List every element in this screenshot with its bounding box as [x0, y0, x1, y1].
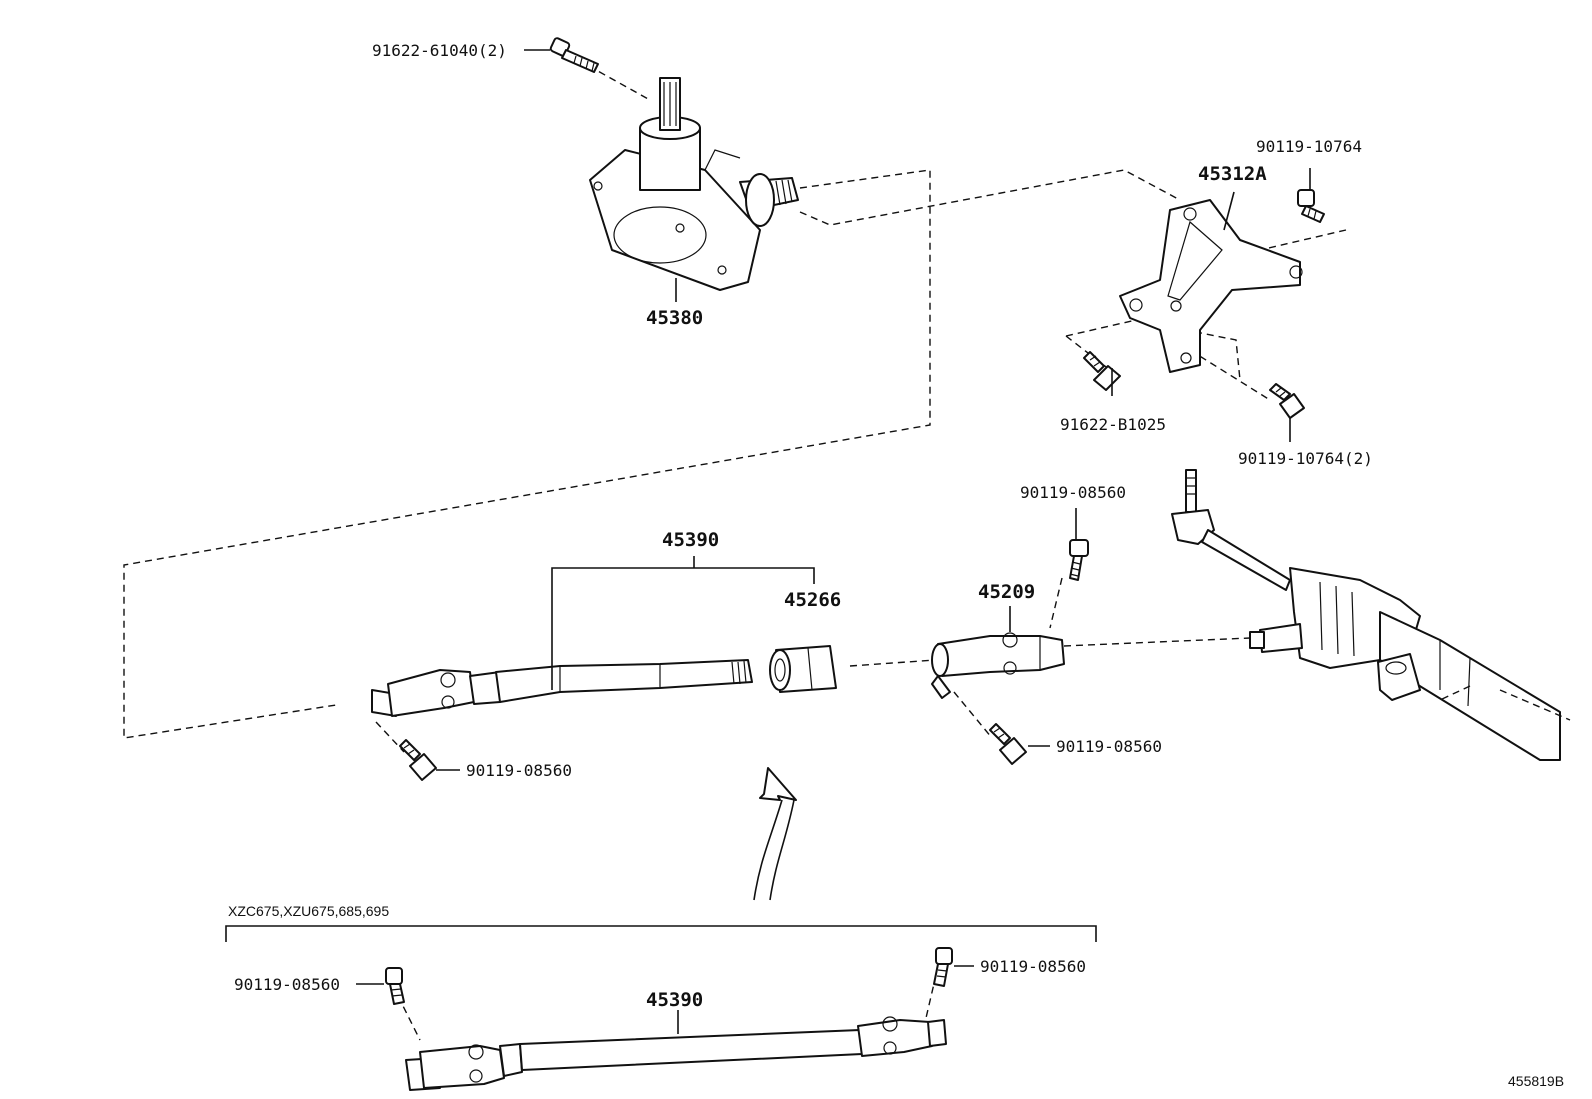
label-90119-08560-shaft: 90119-08560 — [466, 761, 572, 780]
label-90119-08560-alt-left: 90119-08560 — [234, 975, 340, 994]
intermediate-shaft-45390-icon — [371, 659, 753, 717]
bolt-90119-08560-alt-right-icon — [933, 947, 953, 987]
bolt-90119-08560-alt-left-icon — [385, 967, 405, 1005]
bolt-90119-10764-top-icon — [1297, 189, 1325, 223]
bolt-90119-08560-shaft-icon — [399, 739, 437, 781]
label-45209: 45209 — [978, 581, 1035, 603]
bolt-90119-08560-yoke-upper-icon — [1069, 539, 1089, 581]
alt-shaft-45390-icon — [405, 1016, 947, 1091]
bolt-91622-61040-icon — [549, 37, 599, 73]
diagram-id: 455819B — [1508, 1073, 1564, 1089]
label-90119-08560-alt-right: 90119-08560 — [980, 957, 1086, 976]
bolt-90119-10764-bottom-icon — [1269, 383, 1305, 419]
bolt-90119-08560-yoke-lower-icon — [989, 723, 1027, 765]
label-alt-45390: 45390 — [646, 989, 703, 1011]
label-90119-10764-top: 90119-10764 — [1256, 137, 1362, 156]
label-91622-B1025: 91622-B1025 — [1060, 415, 1166, 434]
label-45266: 45266 — [784, 589, 841, 611]
label-91622-61040: 91622-61040(2) — [372, 41, 507, 60]
label-45390: 45390 — [662, 529, 719, 551]
label-45380: 45380 — [646, 307, 703, 329]
variant-note: XZC675,XZU675,685,695 — [228, 903, 389, 919]
bolt-91622-B1025-icon — [1083, 351, 1121, 391]
label-90119-08560-yoke-lower: 90119-08560 — [1056, 737, 1162, 756]
sleeve-45266-icon — [769, 645, 837, 693]
curved-arrow-icon — [753, 767, 797, 901]
gear-box-45380-icon — [589, 77, 799, 291]
leader-lines — [225, 49, 1311, 1034]
label-45312A: 45312A — [1198, 163, 1267, 185]
steering-rack-icon — [1171, 469, 1571, 761]
yoke-45209-icon — [931, 632, 1065, 699]
label-90119-10764-bottom: 90119-10764(2) — [1238, 449, 1373, 468]
bracket-45312A-icon — [1119, 199, 1303, 373]
label-90119-08560-yoke-upper: 90119-08560 — [1020, 483, 1126, 502]
